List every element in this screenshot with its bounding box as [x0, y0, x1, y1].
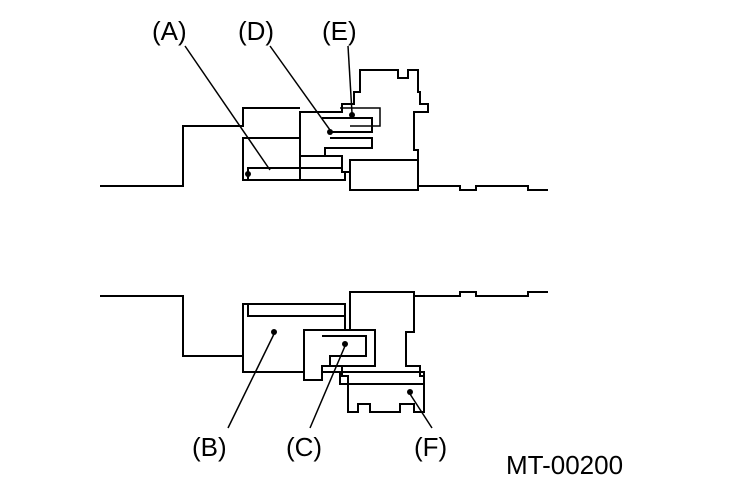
figure-code: MT-00200 [506, 450, 623, 480]
upper-dot-e [349, 112, 355, 118]
lower-clutch-inner [322, 335, 367, 366]
leader-e [347, 45, 353, 114]
upper-assembly [100, 69, 548, 191]
upper-synchro-ring [340, 107, 381, 127]
label-c: (C) [286, 432, 322, 462]
label-b: (B) [192, 432, 227, 462]
lower-gear-block [339, 371, 425, 385]
leader-b [227, 333, 275, 429]
leader-f [409, 393, 433, 429]
lower-shaft-outline [100, 291, 548, 357]
upper-sleeve-end-dot [245, 171, 251, 177]
leader-lines [184, 45, 433, 429]
upper-shaft-outline [100, 107, 548, 191]
lower-dot-b [271, 329, 277, 335]
leader-d [269, 45, 331, 131]
label-e: (E) [322, 16, 357, 46]
upper-hub [299, 69, 429, 191]
lower-hub [341, 291, 425, 413]
lower-assembly [100, 291, 548, 413]
leader-a [184, 45, 271, 171]
upper-gear-block [349, 159, 419, 191]
leader-c [309, 345, 346, 429]
upper-dot-d [327, 129, 333, 135]
lower-sleeve [247, 303, 346, 317]
upper-clutch-inner [322, 117, 373, 156]
label-f: (F) [414, 432, 447, 462]
lower-dot-c [342, 341, 348, 347]
lower-dot-f [407, 389, 413, 395]
label-a: (A) [152, 16, 187, 46]
label-d: (D) [238, 16, 274, 46]
